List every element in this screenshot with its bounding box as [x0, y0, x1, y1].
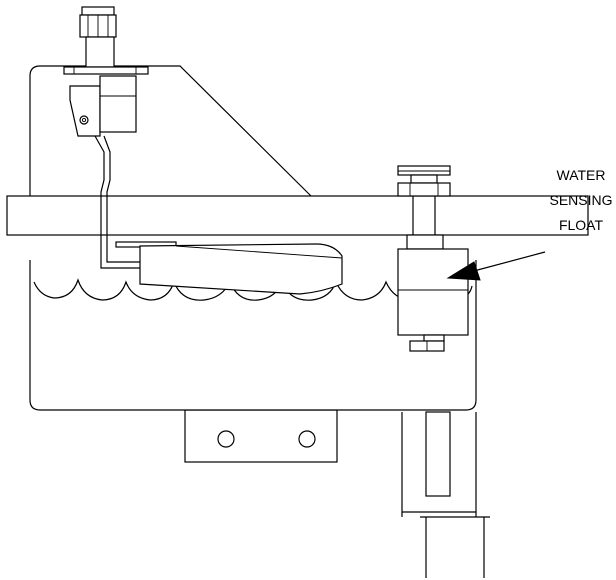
bracket-hole-right: [298, 430, 316, 448]
float-switch-assembly: [63, 6, 343, 295]
pivot-screw-icon: [79, 115, 89, 125]
callout-arrow: [446, 251, 546, 281]
mounting-plate: [6, 195, 589, 236]
water-sensing-float: [397, 165, 469, 352]
lower-rod: [401, 411, 490, 578]
callout-line-1: WATER: [557, 167, 606, 183]
bracket-hole-left: [217, 430, 235, 448]
mounting-bracket: [184, 409, 338, 463]
callout-line-3: FLOAT: [559, 217, 604, 233]
callout-line-2: SENSING: [549, 192, 612, 208]
